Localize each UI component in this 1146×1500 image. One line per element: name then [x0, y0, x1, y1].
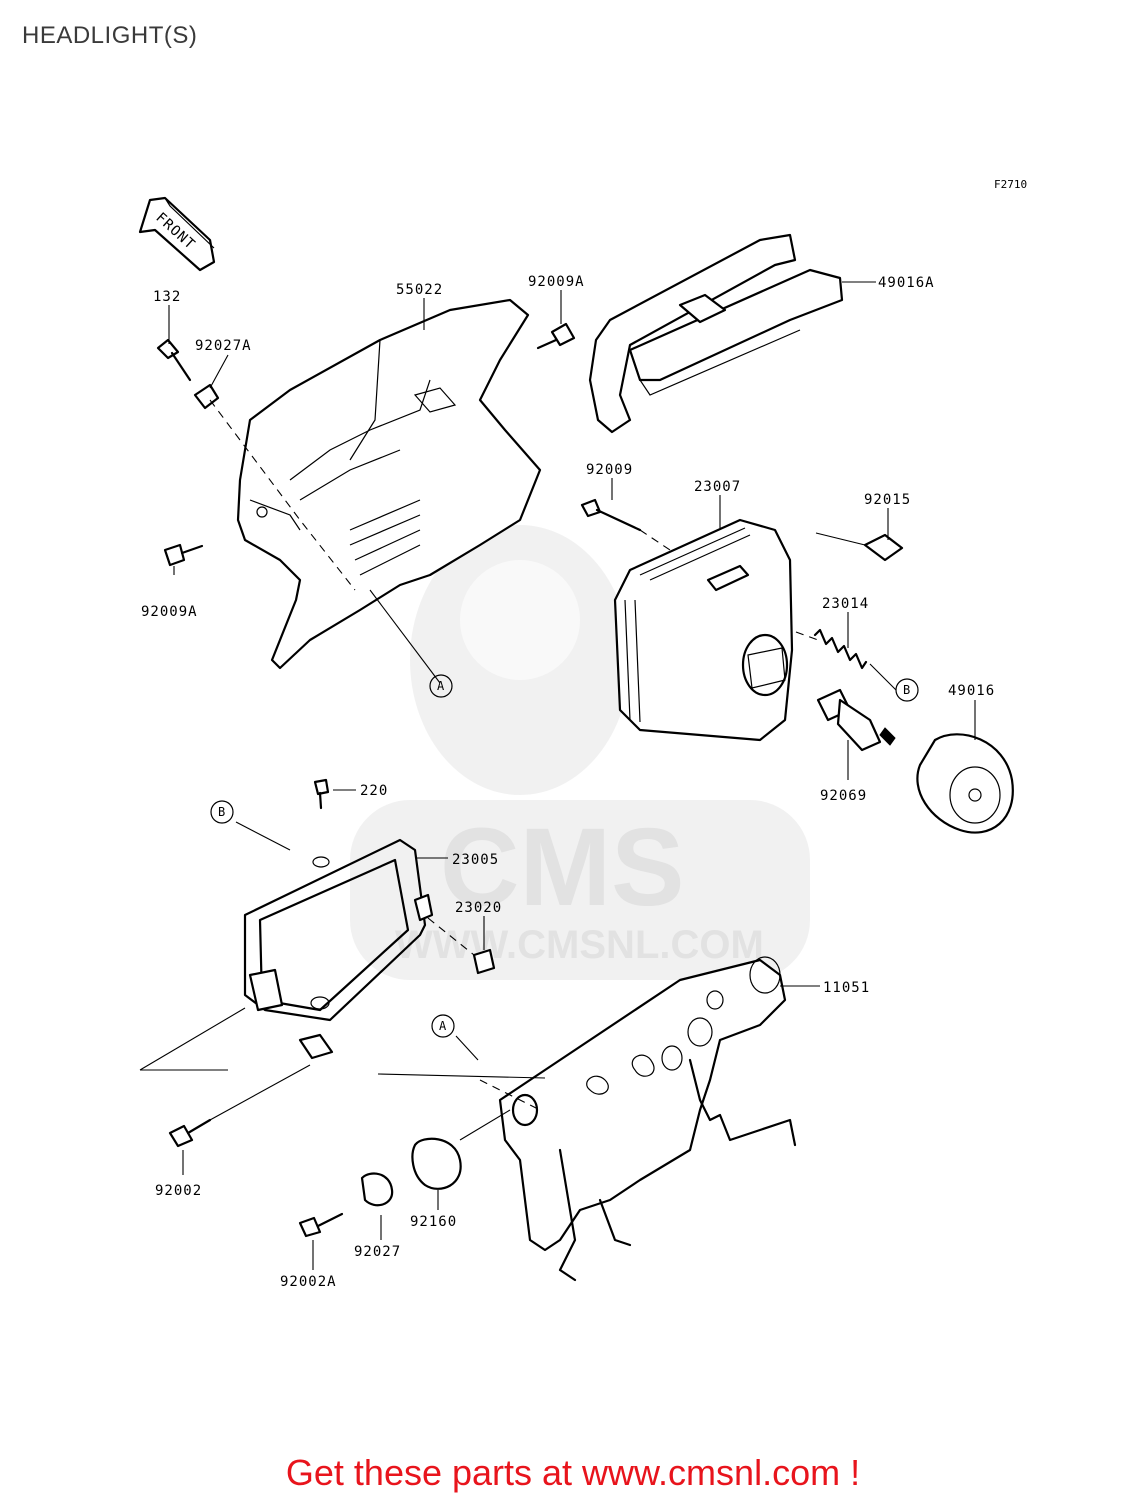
part-callouts: 132 55022 92009A 49016A 92027A 92009A 92…	[141, 274, 995, 1290]
nut-23020	[472, 948, 496, 975]
bolt-92002A	[298, 1212, 344, 1238]
bolt-132	[156, 338, 192, 382]
ref-circle-a-upper	[429, 674, 453, 698]
callout-23007: 23007	[694, 479, 741, 495]
collar-92027	[360, 1172, 394, 1207]
callout-92002: 92002	[155, 1183, 202, 1199]
callout-49016A: 49016A	[878, 275, 935, 291]
callout-92009: 92009	[586, 462, 633, 478]
headlight-unit-23007	[613, 518, 794, 742]
socket-cover-49016	[916, 733, 1014, 834]
callout-92027: 92027	[354, 1244, 401, 1260]
callout-92027A: 92027A	[195, 338, 252, 354]
screw-220	[313, 778, 330, 810]
front-arrow-icon: FRONT	[138, 196, 216, 272]
callout-11051: 11051	[823, 980, 870, 996]
promo-link-text[interactable]: Get these parts at www.cmsnl.com !	[285, 1452, 861, 1493]
headlight-cover-55022	[236, 298, 542, 670]
ref-circle-b-right	[895, 678, 919, 702]
leader-lines	[139, 281, 976, 1270]
grommet-92160	[411, 1137, 462, 1190]
callout-92160: 92160	[410, 1214, 457, 1230]
callout-92069: 92069	[820, 788, 867, 804]
callout-92002A: 92002A	[280, 1274, 337, 1290]
ref-a-lower: A	[439, 1019, 447, 1033]
callout-92009A-top: 92009A	[528, 274, 585, 290]
ref-a-upper: A	[437, 679, 445, 693]
callout-49016: 49016	[948, 683, 995, 699]
watermark: CMS WWW.CMSNL.COM	[350, 525, 810, 980]
bolt-92009	[580, 498, 642, 532]
clip-92015	[863, 533, 904, 562]
bolt-92009A-top	[536, 322, 576, 350]
callout-23020: 23020	[455, 900, 502, 916]
bulb-92069	[816, 688, 896, 752]
headlight-bracket-11051	[498, 956, 797, 1282]
ref-b-left: B	[218, 805, 225, 819]
callout-92015: 92015	[864, 492, 911, 508]
washer-92027A	[193, 383, 220, 410]
ref-circle-b-left	[210, 800, 234, 824]
watermark-brand: CMS	[440, 806, 684, 929]
ref-b-right: B	[903, 683, 910, 697]
callout-132: 132	[153, 289, 181, 305]
bolt-92002	[168, 1118, 212, 1148]
bolt-92009A-left	[163, 543, 204, 567]
callout-23014: 23014	[822, 596, 869, 612]
callout-23005: 23005	[452, 852, 499, 868]
callout-220: 220	[360, 783, 388, 799]
spring-23014	[813, 628, 868, 670]
visor-49016A	[588, 233, 844, 434]
callout-55022: 55022	[396, 282, 443, 298]
headlight-frame-23005	[243, 838, 434, 1060]
ref-circle-a-lower	[431, 1014, 455, 1038]
page-title: HEADLIGHT(S)	[22, 22, 198, 49]
callout-92009A-left: 92009A	[141, 604, 198, 620]
watermark-url: WWW.CMSNL.COM	[395, 923, 764, 967]
reference-marks: A A B B	[210, 674, 919, 1038]
figure-code: F2710	[994, 178, 1028, 191]
